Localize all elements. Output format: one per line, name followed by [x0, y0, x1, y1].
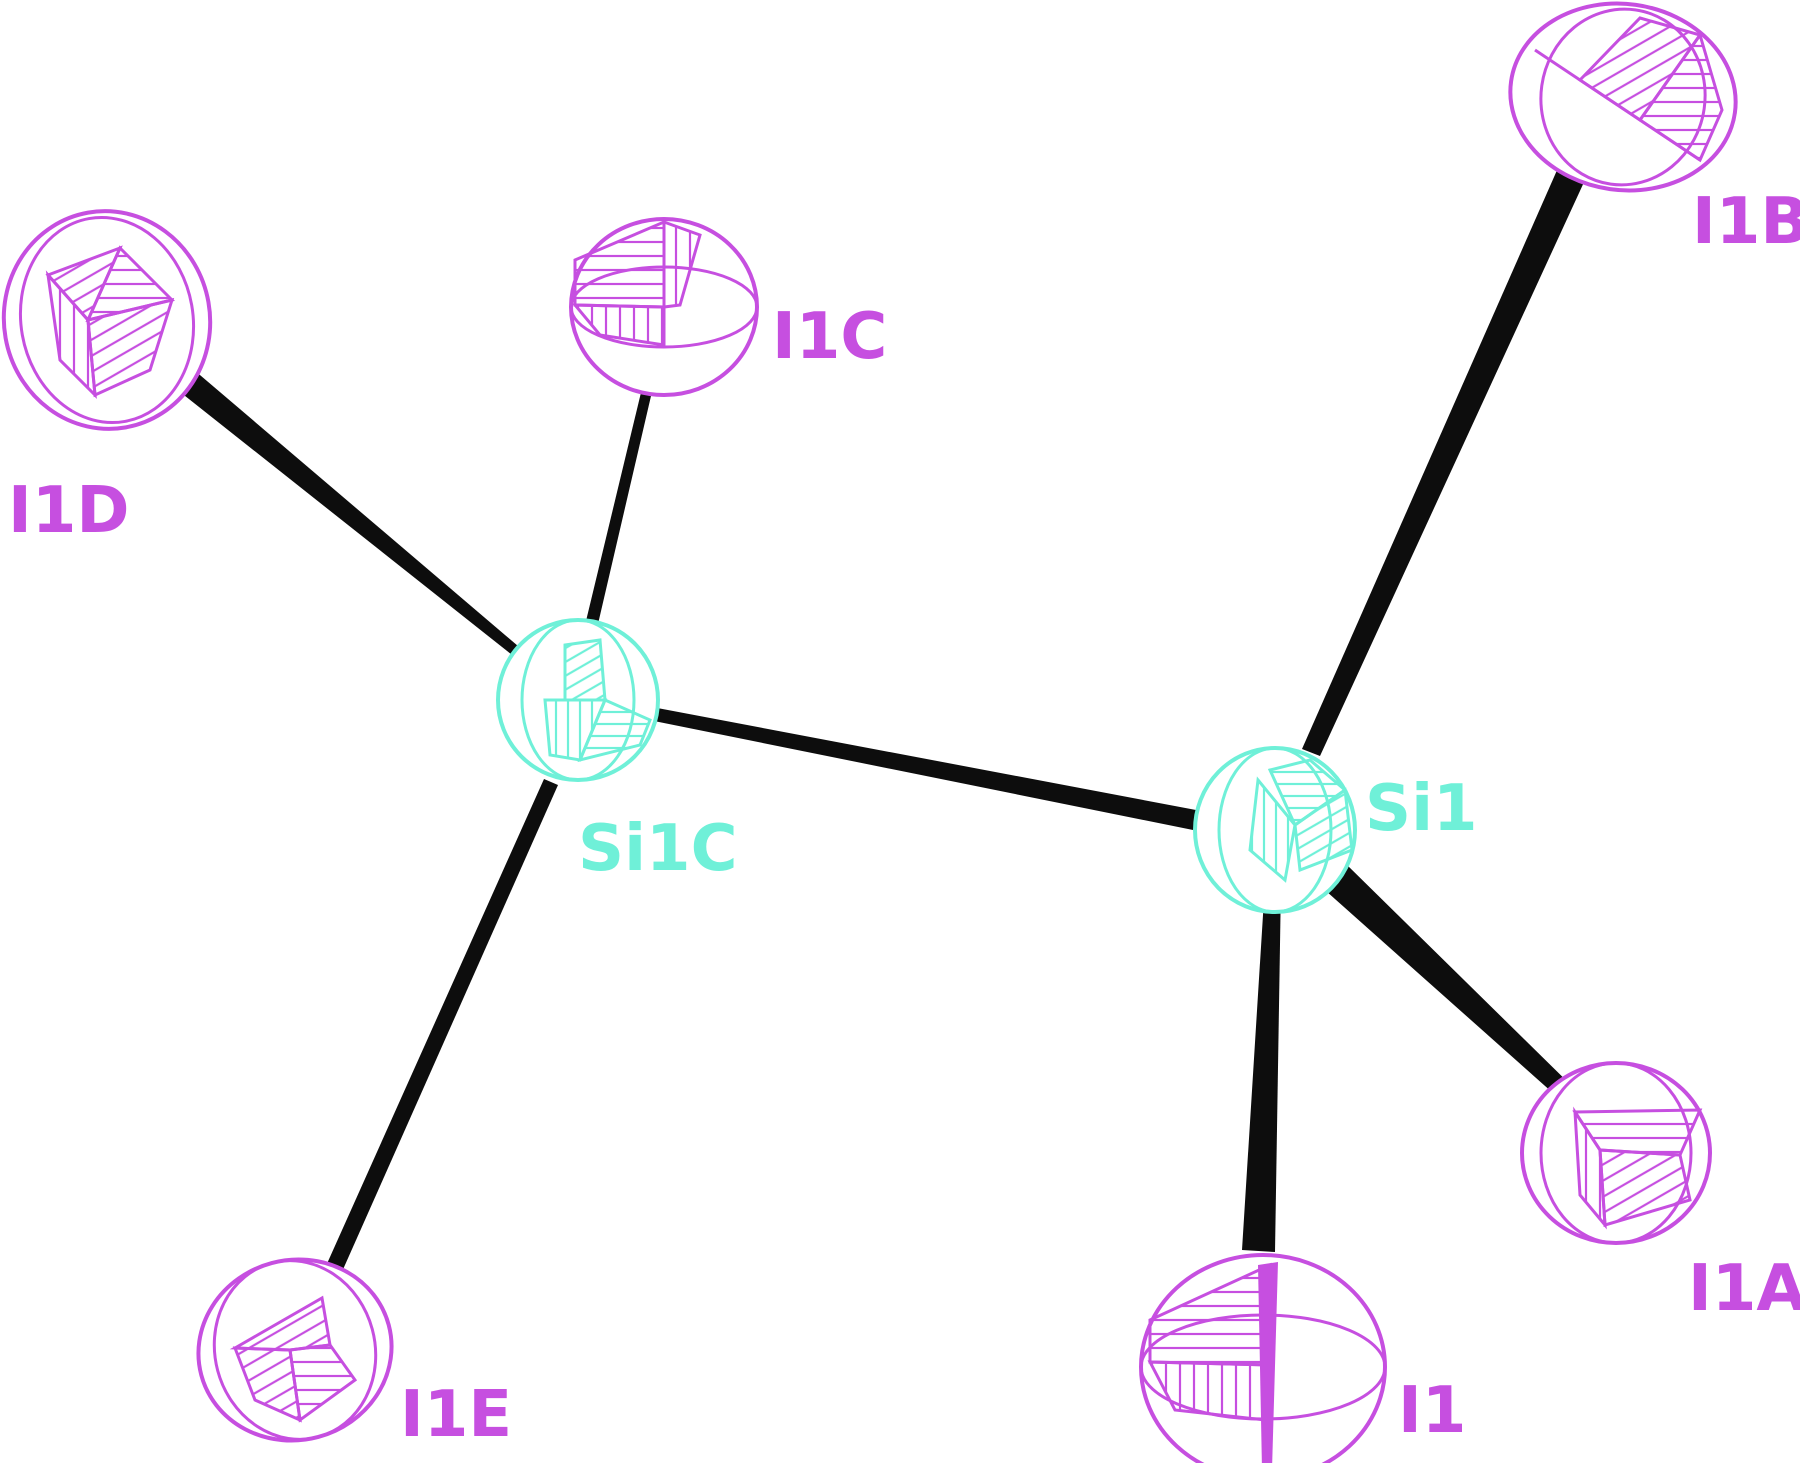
atom-i1: [1139, 1253, 1387, 1463]
bond-si1-i1b: [1302, 168, 1585, 756]
atom-labels: I1D I1C I1B Si1C Si1 I1A I1 I1E: [8, 185, 1800, 1452]
bonds: [170, 168, 1585, 1292]
label-i1c: I1C: [772, 300, 887, 374]
atom-i1b: [1508, 1, 1738, 193]
label-i1e: I1E: [400, 1378, 512, 1452]
bond-si1c-i1e: [317, 779, 558, 1292]
bond-si1-i1a: [1326, 863, 1584, 1110]
bond-si1c-i1d: [170, 358, 532, 666]
atom-i1d: [1, 209, 213, 431]
label-i1d: I1D: [8, 474, 129, 548]
label-si1: Si1: [1365, 772, 1478, 846]
bond-si1c-i1c: [586, 351, 661, 624]
bond-si1-i1: [1242, 883, 1281, 1252]
bond-si1-si1c: [652, 707, 1198, 831]
atom-i1e: [196, 1257, 394, 1443]
atom-si1: [1193, 746, 1357, 914]
label-si1c: Si1C: [578, 812, 738, 886]
atom-si1c: [496, 618, 660, 782]
label-i1b-text: I1B: [1692, 185, 1800, 259]
atom-i1c: [569, 217, 759, 397]
label-i1a: I1A: [1688, 1252, 1800, 1326]
atom-i1a: [1520, 1061, 1712, 1245]
label-i1: I1: [1398, 1374, 1466, 1448]
